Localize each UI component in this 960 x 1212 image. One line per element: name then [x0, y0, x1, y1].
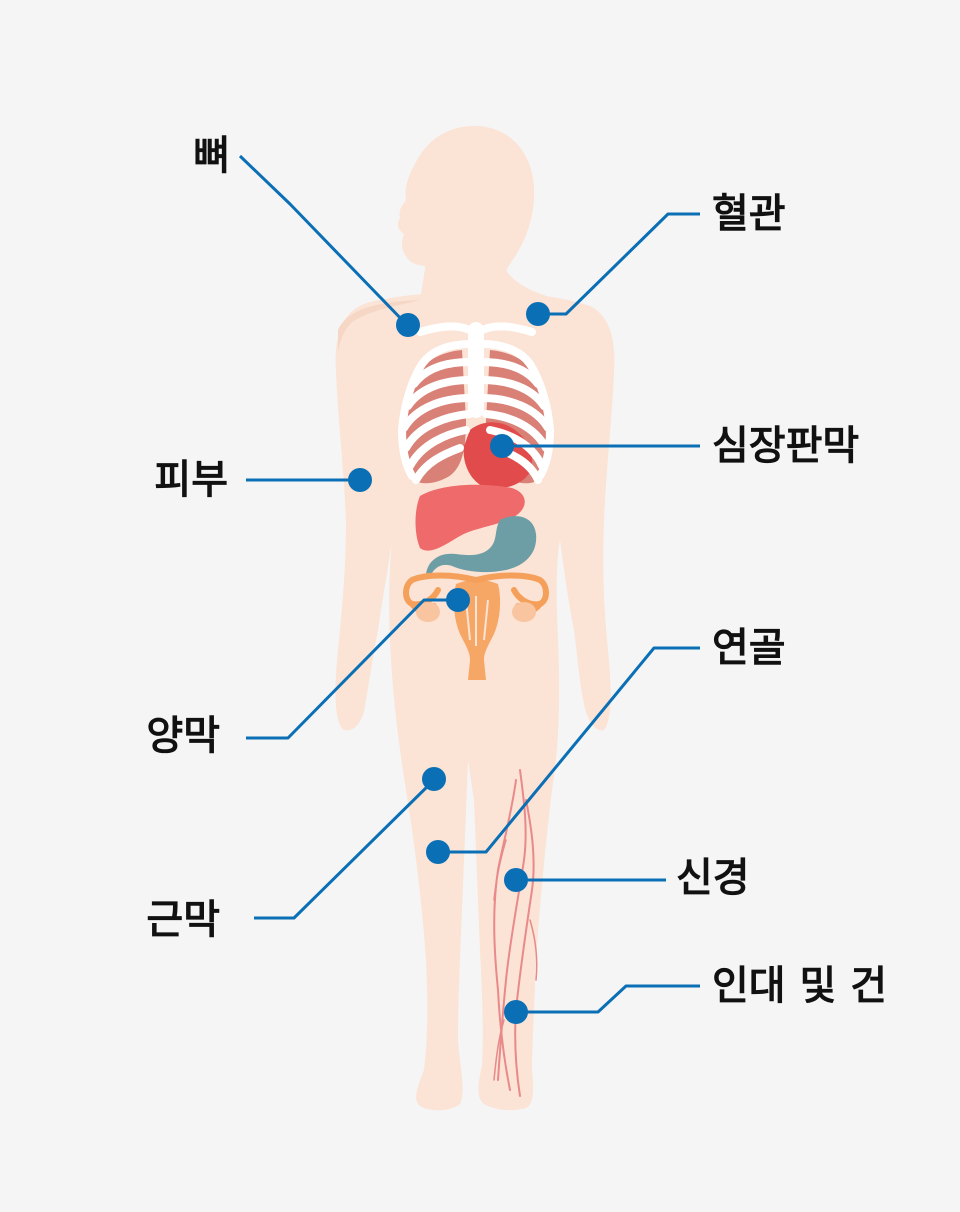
marker-nerve	[504, 868, 528, 892]
marker-blood-vessel	[526, 302, 550, 326]
marker-bone	[396, 313, 420, 337]
marker-pericardium	[490, 434, 514, 458]
label-bone: 뼈	[193, 133, 230, 179]
label-serosa: 양막	[146, 713, 220, 759]
leader-lines	[238, 154, 700, 1014]
ovaries	[416, 602, 536, 622]
label-blood-vessel: 혈관	[712, 191, 786, 237]
leader-fascia	[254, 778, 436, 920]
marker-fascia	[422, 767, 446, 791]
marker-ligament	[504, 1000, 528, 1024]
stomach	[426, 516, 537, 578]
leader-cartilage	[438, 646, 700, 854]
rib-cage	[398, 322, 554, 484]
marker-skin	[348, 468, 372, 492]
markers	[348, 302, 550, 1024]
label-fascia: 근막	[146, 897, 220, 943]
label-ligament-tendon: 인대 및 건	[712, 963, 888, 1009]
label-skin: 피부	[154, 457, 228, 503]
label-cartilage: 연골	[712, 625, 786, 671]
marker-serosa	[446, 588, 470, 612]
label-pericardium: 심장판막	[712, 423, 860, 469]
leader-blood-vessel	[538, 212, 700, 316]
leader-serosa	[246, 598, 458, 740]
leader-ligament	[516, 984, 700, 1014]
liver	[415, 484, 525, 551]
leader-bone	[238, 154, 410, 328]
label-nerve: 신경	[676, 855, 750, 901]
marker-cartilage	[426, 840, 450, 864]
body-silhouette	[335, 125, 615, 1111]
